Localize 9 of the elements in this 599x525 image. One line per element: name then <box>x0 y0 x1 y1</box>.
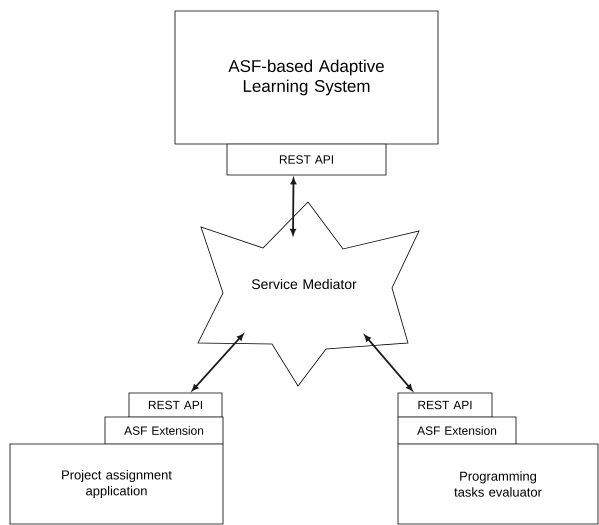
interface-box: ASF Extension <box>398 416 516 444</box>
interface-box: REST API <box>128 392 222 418</box>
interface-box: ASF Extension <box>104 416 224 444</box>
interface-box: REST API <box>398 392 492 418</box>
interface-box: REST API <box>226 144 386 176</box>
arrow <box>290 178 296 236</box>
arrow <box>192 334 244 391</box>
arrow <box>364 335 413 391</box>
mediator-label-area: Service Mediator <box>252 278 356 290</box>
